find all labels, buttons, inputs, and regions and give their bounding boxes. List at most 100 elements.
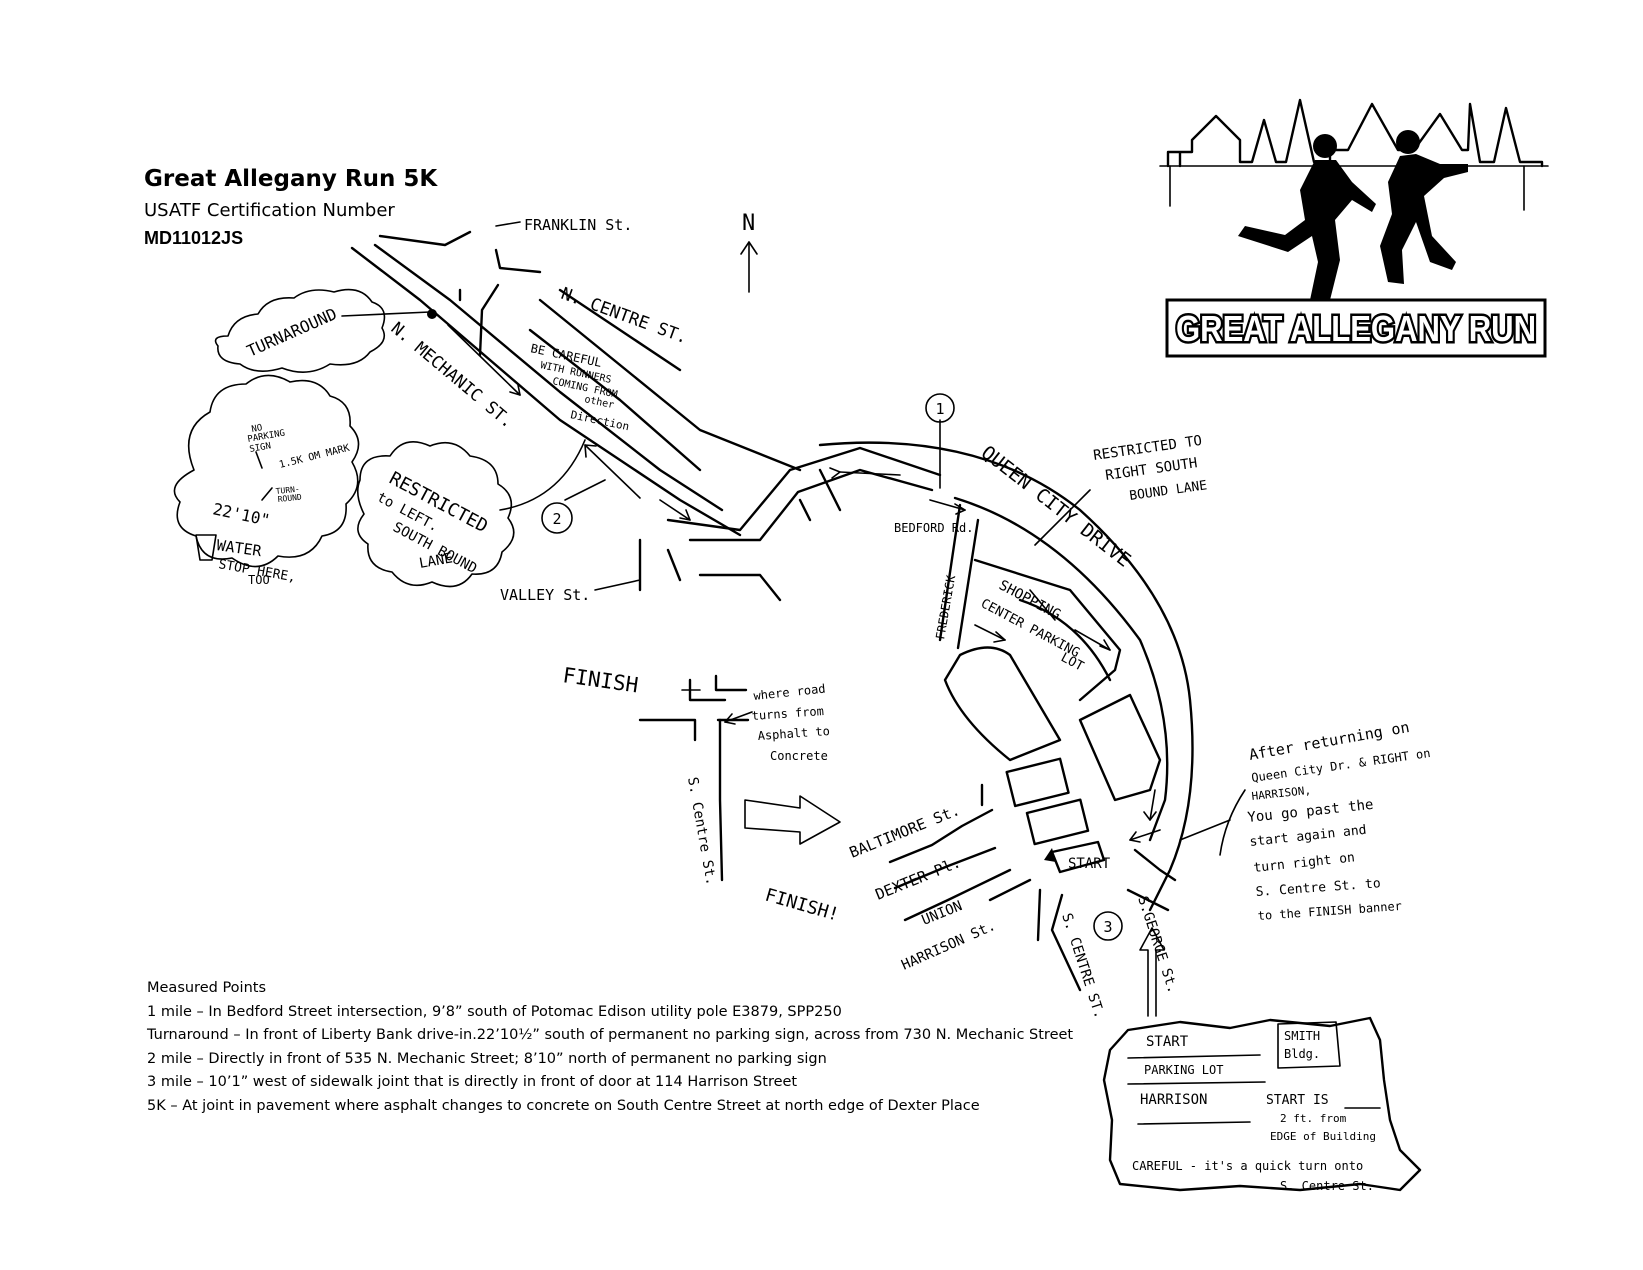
bedford-road-label: BEDFORD Rd. bbox=[894, 521, 973, 535]
careful-line5: Direction bbox=[569, 408, 630, 433]
page-title: Great Allegany Run 5K bbox=[144, 166, 438, 192]
inset-smith-line2: Bldg. bbox=[1284, 1047, 1320, 1061]
inset-start-is-line3: EDGE of Building bbox=[1270, 1130, 1376, 1143]
valley-road-3 bbox=[698, 573, 782, 602]
s-centre-street-label: S. CENTRE ST. bbox=[1058, 911, 1107, 1020]
asphalt-line3: Asphalt to bbox=[757, 724, 830, 743]
finish-road-1 bbox=[688, 678, 727, 702]
measured-points: Measured Points 1 mile – In Bedford Stre… bbox=[147, 977, 1073, 1118]
water-stop-line3: TOO bbox=[248, 573, 270, 587]
s-centre-upper-label: S. Centre St. bbox=[684, 776, 719, 887]
measured-point-5k: 5K – At joint in pavement where asphalt … bbox=[147, 1097, 980, 1114]
inset-start-is-line1: START IS bbox=[1266, 1093, 1329, 1108]
north-label: N bbox=[742, 211, 755, 236]
start-building bbox=[1050, 840, 1106, 874]
finish-road-2 bbox=[714, 674, 748, 692]
frederick-street-label: FREDERICK bbox=[933, 573, 958, 640]
mile-markers: 1 2 3 bbox=[427, 309, 1123, 941]
valley-road-2 bbox=[666, 548, 682, 582]
small-turnaround-line2: ROUND bbox=[277, 493, 302, 504]
finish-road-3 bbox=[638, 718, 697, 742]
mile-3-marker bbox=[1093, 911, 1123, 941]
block-1 bbox=[943, 646, 1062, 762]
route-arrows bbox=[447, 324, 1165, 1017]
mile-3-label: 3 bbox=[1103, 918, 1112, 936]
frederick-road bbox=[938, 503, 962, 642]
shopping-center-note: SHOPPING CENTER PARKING LOT bbox=[978, 577, 1086, 674]
n-mechanic-road bbox=[350, 246, 742, 537]
after-line6: turn right on bbox=[1253, 850, 1356, 876]
measured-point-turnaround: Turnaround – In front of Liberty Bank dr… bbox=[147, 1027, 1074, 1043]
harrison-road bbox=[988, 878, 1032, 902]
water-cup-icon bbox=[195, 534, 217, 561]
s-george-road-2 bbox=[1126, 888, 1170, 912]
n-mechanic-road-edge bbox=[373, 243, 724, 512]
after-returning-note: After returning on Queen City Dr. & RIGH… bbox=[1247, 718, 1432, 923]
inset-start-is-line2: 2 ft. from bbox=[1280, 1112, 1347, 1125]
shopping-lot-outline bbox=[973, 558, 1122, 702]
inset-harrison-label: HARRISON bbox=[1140, 1092, 1207, 1108]
water-stop-callout: NO PARKING SIGN 1.5K OM MARK TURN- ROUND… bbox=[173, 374, 360, 587]
asphalt-line4: Concrete bbox=[770, 749, 828, 763]
n-centre-road-2 bbox=[528, 328, 702, 472]
mile-1-label: 1 bbox=[935, 400, 944, 418]
s-george-road bbox=[1133, 848, 1177, 882]
inset-careful-line1: CAREFUL - it's a quick turn onto bbox=[1132, 1159, 1363, 1173]
no-parking-sign-line3: SIGN bbox=[249, 441, 272, 455]
queen-connector bbox=[666, 446, 942, 532]
north-arrow: N bbox=[740, 211, 758, 293]
inset-start-label: START bbox=[1146, 1034, 1189, 1050]
finish-direction-arrow bbox=[744, 795, 841, 845]
franklin-road-3 bbox=[478, 283, 500, 357]
certification-label: USATF Certification Number bbox=[144, 200, 395, 221]
block-4 bbox=[1078, 693, 1162, 802]
franklin-road bbox=[378, 230, 472, 247]
measured-points-heading: Measured Points bbox=[147, 980, 266, 996]
block-2 bbox=[1005, 757, 1070, 808]
dexter-road bbox=[893, 846, 997, 890]
s-centre-road bbox=[1050, 893, 1082, 992]
logo-text: GREAT ALLEGANY RUN bbox=[1176, 308, 1536, 349]
finish-lower-label: FINISH! bbox=[763, 885, 842, 926]
s-george-arrow bbox=[1139, 927, 1165, 1017]
logo-skyline bbox=[1166, 98, 1544, 168]
course-header: Great Allegany Run 5K USATF Certificatio… bbox=[144, 166, 437, 249]
finish-road-4 bbox=[718, 718, 724, 882]
queen-city-drive-inner bbox=[953, 496, 1169, 842]
start-label: START bbox=[1068, 856, 1111, 872]
finish-upper-label: FINISH bbox=[561, 663, 639, 697]
certification-number: MD11012JS bbox=[144, 228, 244, 248]
after-line8: to the FINISH banner bbox=[1257, 899, 1402, 923]
queen-city-drive bbox=[818, 441, 1194, 912]
mark-15k-label: 1.5K OM MARK bbox=[278, 443, 351, 471]
road-network bbox=[350, 230, 1194, 992]
measured-point-mile1: 1 mile – In Bedford Street intersection,… bbox=[147, 1003, 842, 1020]
queen-connector-2 bbox=[688, 468, 934, 542]
mile-2-marker bbox=[541, 502, 573, 534]
block-3 bbox=[1025, 798, 1090, 846]
n-mechanic-street-label: N. MECHANIC ST. bbox=[387, 319, 517, 433]
measured-point-mile3: 3 mile – 10’1” west of sidewalk joint th… bbox=[147, 1074, 798, 1090]
start-arrow-icon bbox=[1044, 848, 1056, 862]
asphalt-line2: turns from bbox=[751, 704, 824, 723]
n-centre-road bbox=[538, 298, 802, 472]
s-centre-road-2 bbox=[1036, 888, 1042, 942]
leader-lines bbox=[499, 419, 1246, 856]
logo-banner bbox=[1165, 298, 1547, 358]
bedford-road-2 bbox=[798, 498, 812, 522]
shopping-line3: LOT bbox=[1058, 650, 1086, 674]
baltimore-street-label: BALTIMORE St. bbox=[847, 801, 963, 862]
inset-smith-line1: SMITH bbox=[1284, 1029, 1320, 1043]
block-5 bbox=[1018, 598, 1112, 682]
harrison-street-label: HARRISON St. bbox=[899, 918, 998, 974]
careful-note: BE CAREFUL WITH RUNNERS COMING FROM othe… bbox=[529, 341, 630, 433]
restricted-left-line4: LANE bbox=[418, 550, 454, 572]
small-turnaround-line1: TURN- bbox=[275, 485, 300, 496]
no-parking-sign-line1: NO bbox=[251, 423, 263, 435]
after-line3: HARRISON, bbox=[1251, 784, 1312, 803]
start-inset: START PARKING LOT SMITH Bldg. HARRISON S… bbox=[1102, 1016, 1422, 1193]
franklin-road-2 bbox=[494, 248, 542, 274]
finish-upper-note: FINISH where road turns from Asphalt to … bbox=[561, 663, 830, 763]
mile-1-marker bbox=[925, 393, 955, 423]
